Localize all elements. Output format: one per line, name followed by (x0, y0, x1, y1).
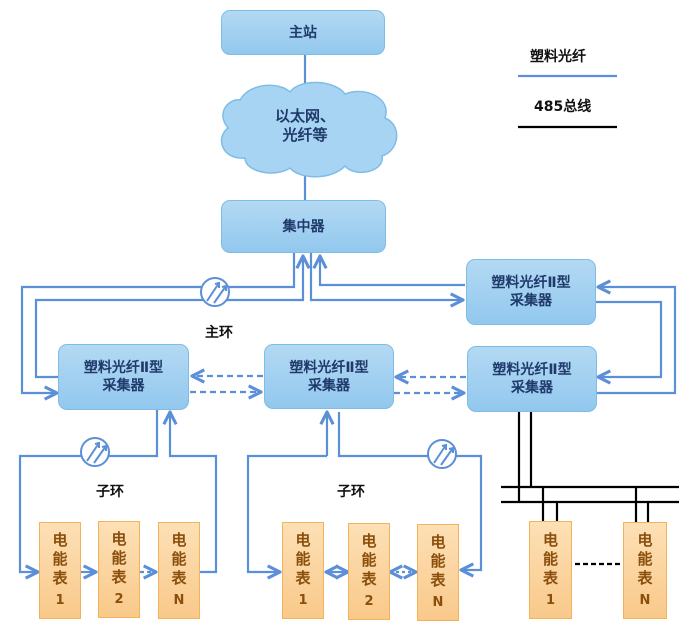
meter-id: N (432, 595, 444, 610)
collector-left: 塑料光纤Ⅱ型 采集器 (58, 344, 189, 410)
energy-meter: 电能表 1 (282, 522, 324, 619)
legend-fiber-label: 塑料光纤 (530, 49, 586, 65)
main-ring-label: 主环 (205, 325, 233, 341)
collector-lower-right: 塑料光纤Ⅱ型 采集器 (467, 346, 597, 412)
collector-label-line1: 塑料光纤Ⅱ型 (492, 362, 572, 378)
collector-label-line2: 采集器 (308, 377, 350, 394)
meter-id: 2 (114, 592, 124, 607)
energy-meter: 电能表 N (623, 522, 667, 619)
meter-id: 1 (55, 593, 65, 608)
collector-label-line2: 采集器 (510, 293, 552, 309)
network-cloud-label: 以太网、 光纤等 (255, 107, 355, 145)
energy-meter: 电能表 N (158, 522, 200, 619)
energy-meter: 电能表 2 (98, 521, 140, 618)
collector-middle: 塑料光纤Ⅱ型 采集器 (264, 344, 394, 409)
sub-ring-mid-right (337, 412, 483, 570)
sub-ring-label-left: 子环 (96, 484, 124, 500)
master-station-node: 主站 (221, 10, 385, 55)
sub-ring-left-back (170, 412, 218, 574)
collector-label-line1: 塑料光纤Ⅱ型 (491, 275, 571, 291)
sub-ring-label-middle: 子环 (337, 484, 365, 500)
main-ring-right-a (320, 256, 465, 287)
meter-id: N (639, 593, 651, 608)
meter-id: 2 (364, 594, 374, 609)
energy-meter: 电能表 N (417, 524, 459, 621)
cloud-label-line1: 以太网、 (274, 107, 335, 125)
collector-label-line1: 塑料光纤Ⅱ型 (289, 359, 369, 376)
main-ring-inner-left (34, 256, 303, 379)
collector-label-line1: 塑料光纤Ⅱ型 (83, 360, 164, 376)
energy-meter: 电能表 1 (529, 521, 572, 619)
cloud-label-line2: 光纤等 (282, 126, 328, 144)
fiber-coupler-icon (427, 439, 457, 469)
main-ring-right-b (309, 253, 463, 300)
fiber-coupler-icon (200, 277, 230, 307)
collector-label-line2: 采集器 (102, 378, 145, 394)
meter-id: 1 (298, 593, 308, 608)
energy-meter: 电能表 1 (39, 522, 81, 619)
sub-ring-mid-left (246, 454, 327, 572)
right-loop-outer (596, 287, 677, 395)
network-cloud (220, 81, 398, 178)
main-ring-outer-left (20, 253, 296, 393)
right-loop-inner (596, 300, 663, 377)
fiber-coupler-icon (80, 437, 110, 467)
meter-id: 1 (545, 592, 556, 608)
energy-meter: 电能表 2 (348, 523, 390, 620)
sub-ring-left-out (18, 410, 159, 572)
legend-bus-label: 485总线 (534, 99, 592, 115)
collector-label-line2: 采集器 (511, 380, 553, 396)
concentrator-node: 集中器 (221, 200, 386, 253)
collector-upper-right: 塑料光纤Ⅱ型 采集器 (466, 259, 596, 325)
meter-id: N (173, 593, 185, 608)
